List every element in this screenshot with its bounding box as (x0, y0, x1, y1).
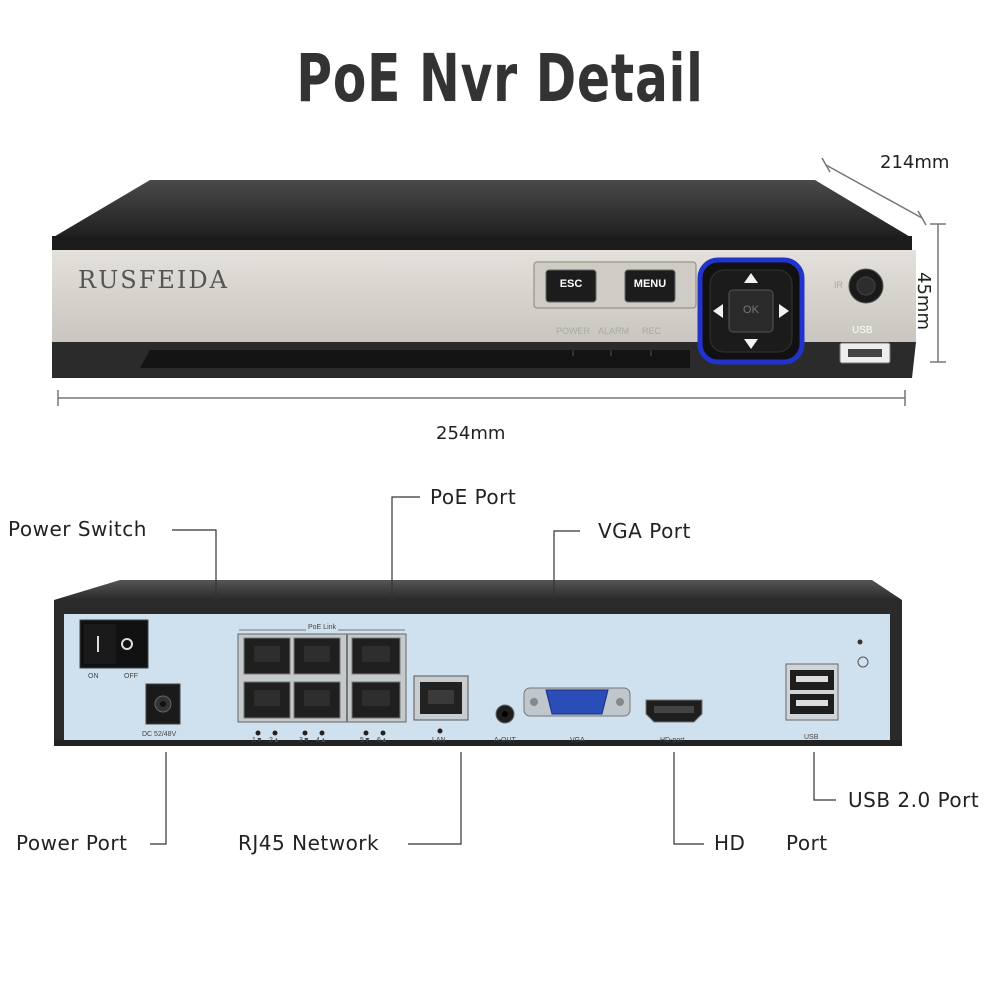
port-number-5: 5▼ (360, 737, 371, 744)
esc-button (545, 269, 597, 303)
down-arrow-icon (744, 339, 758, 349)
vga-label: VGA (570, 737, 585, 744)
left-arrow-icon (713, 304, 723, 318)
port-number-6: 6▲ (377, 737, 388, 744)
hd-port-callout-b: Port (786, 831, 828, 855)
menu-label: MENU (633, 278, 667, 290)
rear-panel-plate (64, 614, 890, 746)
vga-port-callout: VGA Port (598, 519, 691, 543)
front-top-surface (52, 180, 912, 238)
esc-label: ESC (559, 278, 583, 290)
front-usb-label: USB (852, 325, 873, 336)
power-indicator-label: POWER (556, 326, 591, 336)
dpad[interactable] (697, 257, 805, 365)
poe-port-callout: PoE Port (430, 485, 517, 509)
poe-link-label: PoE Link (306, 624, 339, 631)
ok-button (728, 289, 774, 333)
hd-label: HD-port (660, 737, 685, 744)
port-number-3: 3▼ (299, 737, 310, 744)
port-number-4: 4▲ (316, 737, 327, 744)
dc-label: DC 52/48V (142, 731, 177, 738)
depth-dimension: 214mm (880, 152, 950, 173)
usb-port-callout: USB 2.0 Port (848, 788, 980, 812)
port-number-2: 2▲ (269, 737, 280, 744)
height-dimension: 45mm (913, 272, 934, 330)
up-arrow-icon (744, 273, 758, 283)
rear-usb-label: USB (804, 734, 819, 741)
lan-label: LAN (432, 737, 446, 744)
width-dimension: 254mm (436, 423, 506, 444)
aout-label: A-OUT (494, 737, 516, 744)
power-port-callout: Power Port (16, 831, 128, 855)
poe-port-4 (293, 681, 341, 719)
rear-view (54, 580, 902, 746)
switch-on-label: ON (88, 673, 99, 680)
rec-indicator-label: REC (642, 326, 662, 336)
front-trim-band (52, 236, 912, 250)
switch-off-label: OFF (124, 673, 138, 680)
hd-port-callout-a: HD (714, 831, 746, 855)
port-number-1: 1▼ (252, 737, 263, 744)
rear-top-surface (54, 580, 902, 600)
right-arrow-icon (779, 304, 789, 318)
page-title: PoE Nvr Detail (296, 40, 704, 117)
ir-label: IR (834, 280, 843, 290)
alarm-indicator-label: ALARM (598, 326, 630, 336)
callout-lines (150, 496, 836, 845)
menu-button (624, 269, 676, 303)
ground-icon (857, 656, 869, 668)
power-switch-callout: Power Switch (8, 517, 147, 541)
rj45-callout: RJ45 Network (238, 831, 380, 855)
brand-logo: RUSFEIDA (78, 266, 229, 294)
ok-label: OK (743, 304, 759, 316)
dimension-lines (57, 157, 946, 406)
